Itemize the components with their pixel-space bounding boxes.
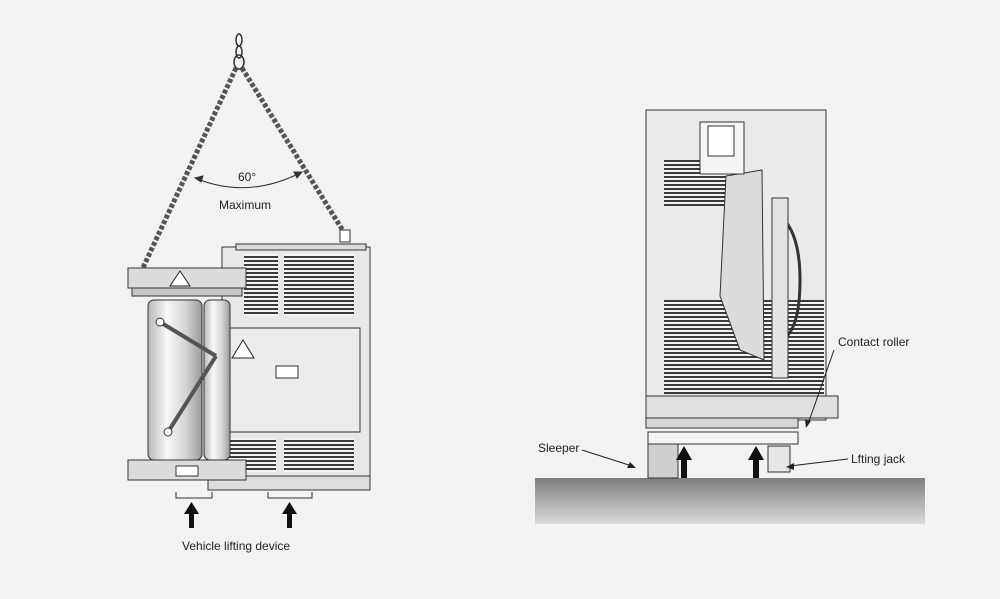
- left-drawing: [127, 33, 371, 528]
- angle-label: 60°: [238, 170, 257, 184]
- jack-arrow-1: [676, 446, 692, 478]
- angle-note: Maximum: [219, 198, 272, 212]
- vehicle-lifting-label: Vehicle lifting device: [182, 539, 291, 553]
- sleeper-label: Sleeper: [538, 441, 580, 455]
- lifting-chain: [138, 33, 351, 274]
- contact-roller-label: Contact roller: [838, 335, 910, 349]
- jack-arrow-2: [748, 446, 764, 478]
- lifting-jack-label: Lfting jack: [851, 452, 906, 466]
- right-drawing: [535, 109, 925, 524]
- lift-arrow-1: [184, 502, 199, 528]
- coil-right: [203, 299, 231, 461]
- sleeper: [647, 439, 679, 479]
- angle-arc: [194, 171, 303, 189]
- ground: [535, 478, 925, 524]
- lift-arrow-2: [282, 502, 297, 528]
- lightning-warning-icon: [231, 339, 255, 359]
- lifting-jack: [767, 445, 791, 473]
